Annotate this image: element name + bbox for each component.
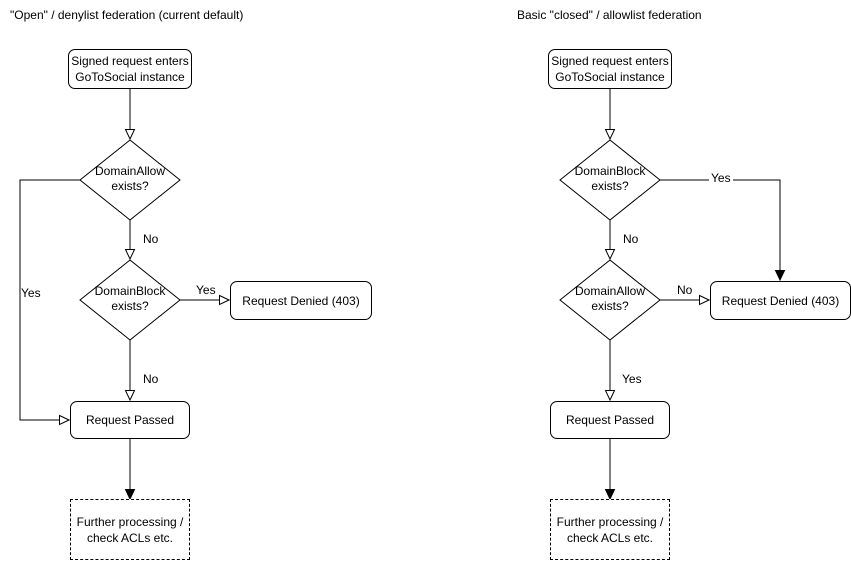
left-decision2-label: DomainBlock exists? bbox=[94, 284, 166, 313]
right-decision1-diamond bbox=[559, 139, 661, 221]
right-diagram-title: Basic "closed" / allowlist federation bbox=[517, 8, 702, 22]
right-decision2-no-label: No bbox=[677, 283, 693, 297]
left-start-node: Signed request enters GoToSocial instanc… bbox=[68, 49, 192, 89]
right-denied-node: Request Denied (403) bbox=[710, 281, 851, 320]
left-decision2-diamond bbox=[79, 259, 181, 341]
left-diagram-title: "Open" / denylist federation (current de… bbox=[10, 8, 244, 22]
left-further-node: Further processing / check ACLs etc. bbox=[70, 499, 190, 560]
left-edge-decision1-yes bbox=[19, 179, 80, 420]
left-decision1-no-label: No bbox=[143, 232, 159, 246]
left-denied-node: Request Denied (403) bbox=[230, 281, 372, 320]
left-passed-node: Request Passed bbox=[70, 401, 190, 439]
right-decision2-label: DomainAllow exists? bbox=[574, 284, 646, 313]
right-edge-decision1-yes bbox=[660, 179, 780, 280]
left-decision2-no-label: No bbox=[143, 372, 159, 386]
right-decision1-no-label: No bbox=[623, 232, 639, 246]
right-decision1-label: DomainBlock exists? bbox=[574, 164, 646, 193]
right-decision1-yes-label: Yes bbox=[709, 171, 733, 185]
right-passed-node: Request Passed bbox=[550, 401, 670, 439]
right-start-node: Signed request enters GoToSocial instanc… bbox=[548, 49, 672, 89]
left-decision1-yes-label: Yes bbox=[21, 286, 41, 300]
right-decision2-yes-label: Yes bbox=[622, 372, 642, 386]
left-decision2-yes-label: Yes bbox=[196, 283, 216, 297]
left-decision1-diamond bbox=[79, 139, 181, 221]
right-further-node: Further processing / check ACLs etc. bbox=[550, 499, 670, 560]
right-decision2-diamond bbox=[559, 259, 661, 341]
left-decision1-label: DomainAllow exists? bbox=[94, 164, 166, 193]
